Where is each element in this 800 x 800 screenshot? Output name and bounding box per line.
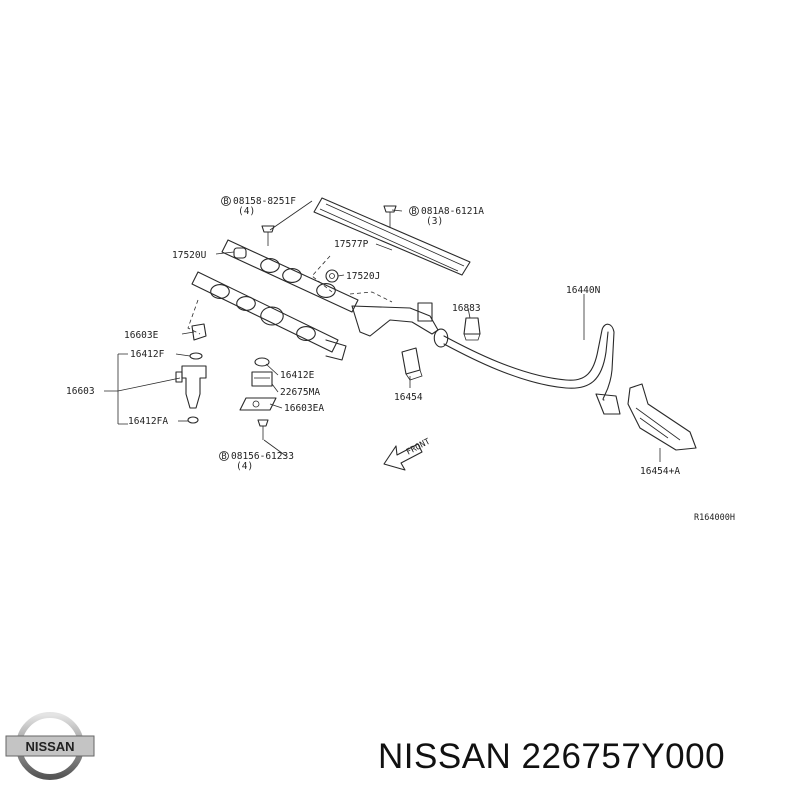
- bolt-081a8: [383, 205, 397, 228]
- label-hose: 16440N: [566, 285, 601, 296]
- part-labels: B 08158-8251F (4) B 081A8-6121A (3) 1752…: [66, 196, 735, 523]
- label-bolt-bottom: 08156-61233: [231, 451, 294, 462]
- circle-b-marker: B: [224, 197, 229, 207]
- label-clip-small: 16883: [452, 303, 481, 314]
- label-injector-oring-top: 16412F: [130, 349, 165, 360]
- label-hose-clamp: 16454+A: [640, 466, 680, 477]
- clip-17520j: [325, 269, 339, 283]
- label-bolt-top-left-qty: (4): [238, 206, 255, 217]
- label-injector: 16603: [66, 386, 95, 397]
- clip-16454: [401, 347, 423, 381]
- cover-17577p: [313, 197, 471, 276]
- bolt-08156: [257, 419, 269, 440]
- part-number-title: NISSAN 226757Y000: [378, 737, 726, 776]
- label-rail-bracket-left: 17520U: [172, 250, 207, 261]
- label-drawing-code: R164000H: [694, 513, 735, 523]
- brand-logo-text: NISSAN: [25, 739, 74, 754]
- circle-b-marker-3: B: [222, 452, 227, 462]
- label-clip-mid: 16454: [394, 392, 423, 403]
- front-arrow-icon: FRONT: [383, 437, 432, 471]
- leader-lines: [104, 200, 661, 462]
- nissan-logo-icon: NISSAN: [5, 712, 95, 780]
- label-bolt-bottom-qty: (4): [236, 461, 253, 472]
- label-damper-oring: 16412E: [280, 370, 315, 381]
- label-damper-gasket: 16603EA: [284, 403, 324, 414]
- fuel-hose-16440n: [433, 323, 621, 415]
- clip-16883: [463, 317, 481, 341]
- label-clip-right: 17520J: [346, 271, 380, 282]
- upper-fuel-rail: [221, 239, 439, 337]
- hose-clamp-16454a: [627, 383, 697, 451]
- label-injector-clamp: 16603E: [124, 330, 159, 341]
- label-cover: 17577P: [334, 239, 369, 250]
- clip-17520u: [233, 247, 247, 259]
- label-injector-oring-bottom: 16412FA: [128, 416, 168, 427]
- label-bolt-top-right-qty: (3): [426, 216, 443, 227]
- lower-fuel-rail: [187, 271, 347, 361]
- pressure-damper-group: [239, 357, 277, 411]
- fuel-injector-16603: [175, 352, 207, 424]
- injector-clamp-16603e: [191, 323, 207, 341]
- label-damper: 22675MA: [280, 387, 320, 398]
- label-bolt-top-right: 081A8-6121A: [421, 206, 484, 217]
- bolt-08158: [261, 225, 275, 246]
- label-bolt-top-left: 08158-8251F: [233, 196, 296, 207]
- circle-b-marker-2: B: [412, 207, 417, 217]
